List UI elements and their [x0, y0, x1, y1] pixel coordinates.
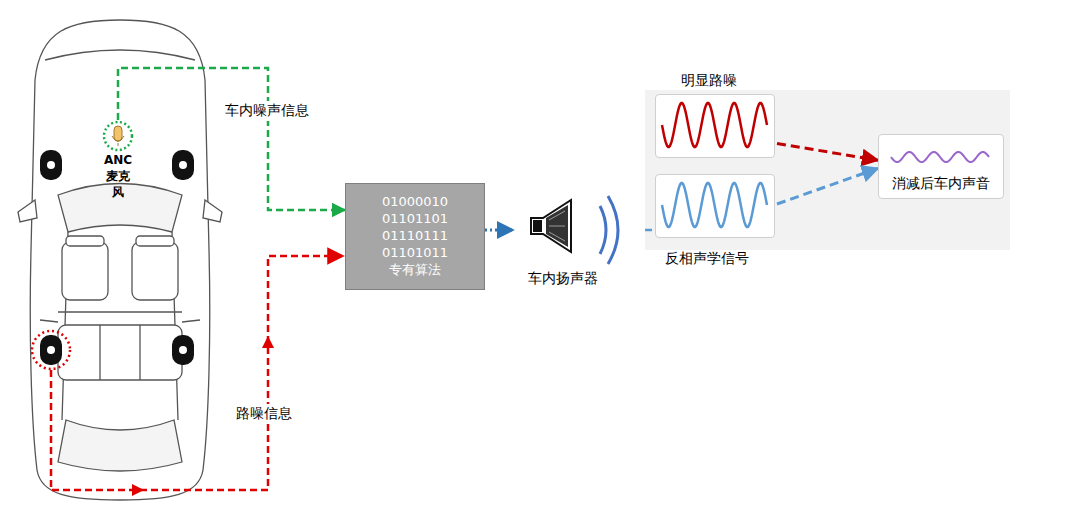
sine-wave: [656, 95, 773, 156]
wheel: [172, 335, 194, 365]
algorithm-box: 01000010 01101101 01110111 01101011专有算法: [345, 183, 485, 290]
wave-arrow: [777, 168, 878, 204]
arrowhead: [132, 484, 144, 496]
node-label: 消减后车内声音: [883, 175, 999, 193]
microphone-icon: [90, 120, 146, 152]
wave-frame: [655, 94, 775, 158]
edge-label: 车内噪声信息: [222, 101, 312, 121]
node-label: 明显路噪: [655, 72, 777, 90]
wheel: [172, 150, 194, 180]
box-title: 专有算法: [352, 262, 478, 279]
result-wave: 消减后车内声音: [878, 134, 1004, 199]
anti-phase-wave: 反相声学信号: [655, 174, 777, 268]
wave-panel: [645, 90, 1010, 250]
sine-wave: [656, 175, 773, 236]
arrowhead: [262, 336, 274, 348]
sine-wave: [883, 135, 997, 175]
car-illustration: [18, 20, 222, 500]
microphone-node: ANC 麦克风: [90, 120, 146, 201]
wave-frame: [655, 174, 775, 238]
speaker-node: 车内扬声器: [513, 194, 613, 288]
wave-arrow: [777, 144, 878, 161]
signal-label: 路噪信息: [233, 404, 295, 424]
road-noise-line: [51, 256, 343, 490]
drive-signal-line: [485, 229, 513, 232]
wheel: [40, 150, 62, 180]
speaker-icon: [513, 194, 601, 256]
sound-line: [645, 229, 655, 232]
noise-signal-line: [118, 68, 345, 210]
sound-arcs: [600, 196, 618, 264]
road-noise-wave: 明显路噪: [655, 72, 777, 158]
binary-code: 01000010 01101101 01110111 01101011: [382, 194, 448, 262]
wheel-highlight: [32, 331, 70, 369]
node-label: ANC 麦克风: [104, 152, 132, 201]
node-label: 反相声学信号: [655, 250, 777, 268]
wheel: [40, 335, 62, 365]
wheels: [32, 150, 194, 369]
node-label: 车内扬声器: [513, 270, 613, 288]
